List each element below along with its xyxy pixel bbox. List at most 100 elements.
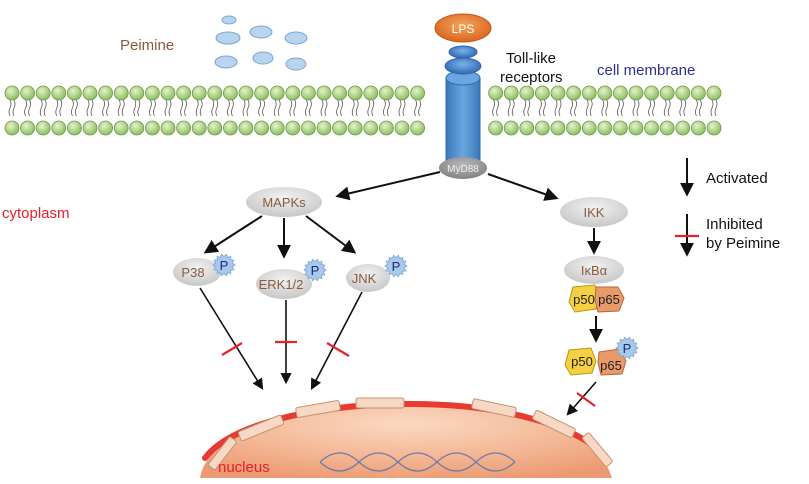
jnk-phospho-label: P [392,259,401,274]
ikk-node: IKK [560,197,628,227]
lps-node: LPS [434,13,492,43]
lipid-tail [102,99,109,117]
lipid-head [160,85,176,101]
lipid-head [222,85,238,101]
lipid-head [35,120,51,136]
arrow-mapks-to-p38 [203,215,263,254]
lipid-head [347,85,363,101]
lipid-tail [414,99,421,117]
lipid-tail [351,99,359,117]
lipid-head [300,85,316,101]
lipid-head [98,85,113,101]
arrow-p38-to-nucleus [199,287,264,390]
lipid-head [176,120,192,136]
cytoplasm-label: cytoplasm [2,205,70,222]
lipid-head [98,120,113,136]
lipid-head [597,85,613,101]
lipid-head [363,85,379,101]
lipid-tail [133,99,141,117]
mapks-node: MAPKs [246,187,322,217]
lipid-head [20,120,36,136]
lipid-head [35,85,51,101]
lipid-tail [164,99,172,117]
lipid-tail [211,99,219,117]
legend: Activated Inhibited by Peimine [675,158,780,257]
lipid-head [67,120,82,136]
lipid-head [82,85,98,101]
lipid-tail [336,99,343,117]
lipid-head [581,120,597,136]
jnk-label: JNK [352,271,377,286]
ikba-node: IκBα [564,256,624,284]
lipid-tail [679,99,687,117]
lipid-head [566,120,581,136]
lipid-tail [71,99,78,117]
ikk-label: IKK [584,205,605,220]
lipid-tail [585,99,593,117]
lipid-tail [570,99,577,117]
lipid-head [566,85,581,101]
lipid-head [628,85,644,101]
lipid-tail [632,99,640,117]
legend-activated-label: Activated [706,170,768,187]
lipid-tail [383,99,390,117]
lipid-head [269,120,285,136]
lipid-tail [601,99,609,117]
arrow-myd88-to-ikk [487,173,559,201]
lipid-head [238,85,254,101]
lipid-head [222,120,238,136]
lipid-head [613,85,628,101]
lipid-tail [24,99,31,117]
myd88-label: MyD88 [447,164,479,175]
lipid-head [410,85,426,101]
toll-like-receptor [444,45,482,165]
lipid-tail [289,99,297,117]
lipid-head [332,85,348,101]
dna-strands [319,452,516,472]
erk-phospho-label: P [311,263,320,278]
p65-phospho-label: P [623,341,632,356]
lipid-head [207,120,223,136]
lipid-head [691,85,706,101]
lipid-head [67,85,82,101]
lipid-tail [539,99,546,117]
legend-inhibited-label-line1: Inhibited [706,216,763,233]
lipid-head [519,85,535,101]
lipid-tail [149,99,156,117]
lipid-head [144,120,160,136]
lipid-head [176,85,192,101]
lipid-head [285,120,301,136]
lipid-tail [227,99,234,117]
nfkb-complex-active: p50 p65 P [564,336,639,376]
mapks-label: MAPKs [262,195,306,210]
receptor-cap-lower [444,57,482,75]
arrow-myd88-to-mapks [335,171,441,201]
lps-label: LPS [452,22,475,36]
lipid-head [20,85,36,101]
p65-phospho-icon [615,336,639,360]
nucleus-label: nucleus [218,459,270,476]
lipid-head [51,120,67,136]
lipid-head [254,85,270,101]
lipid-tail [367,99,375,117]
lipid-head [550,85,566,101]
myd88-node: MyD88 [439,157,487,179]
p65-label-bound: p65 [598,292,620,307]
nucleus: nucleus [200,397,613,478]
nfkb-complex-bound: p50 p65 [568,284,625,313]
arrow-jnk-to-nucleus [310,291,363,390]
p38-phospho-label: P [220,258,229,273]
lipid-tail [663,99,671,117]
lipid-head [129,120,145,136]
nuclear-pore-segments [208,397,613,470]
lipid-head [488,120,504,136]
erk-label: ERK1/2 [259,277,304,292]
lipid-head [644,120,659,136]
lipid-head [191,85,207,101]
lipid-head [191,120,207,136]
lipid-head [378,85,394,101]
lipid-tail [39,99,47,117]
lipid-head [207,85,223,101]
lipid-head [51,85,67,101]
lipid-tail [523,99,531,117]
